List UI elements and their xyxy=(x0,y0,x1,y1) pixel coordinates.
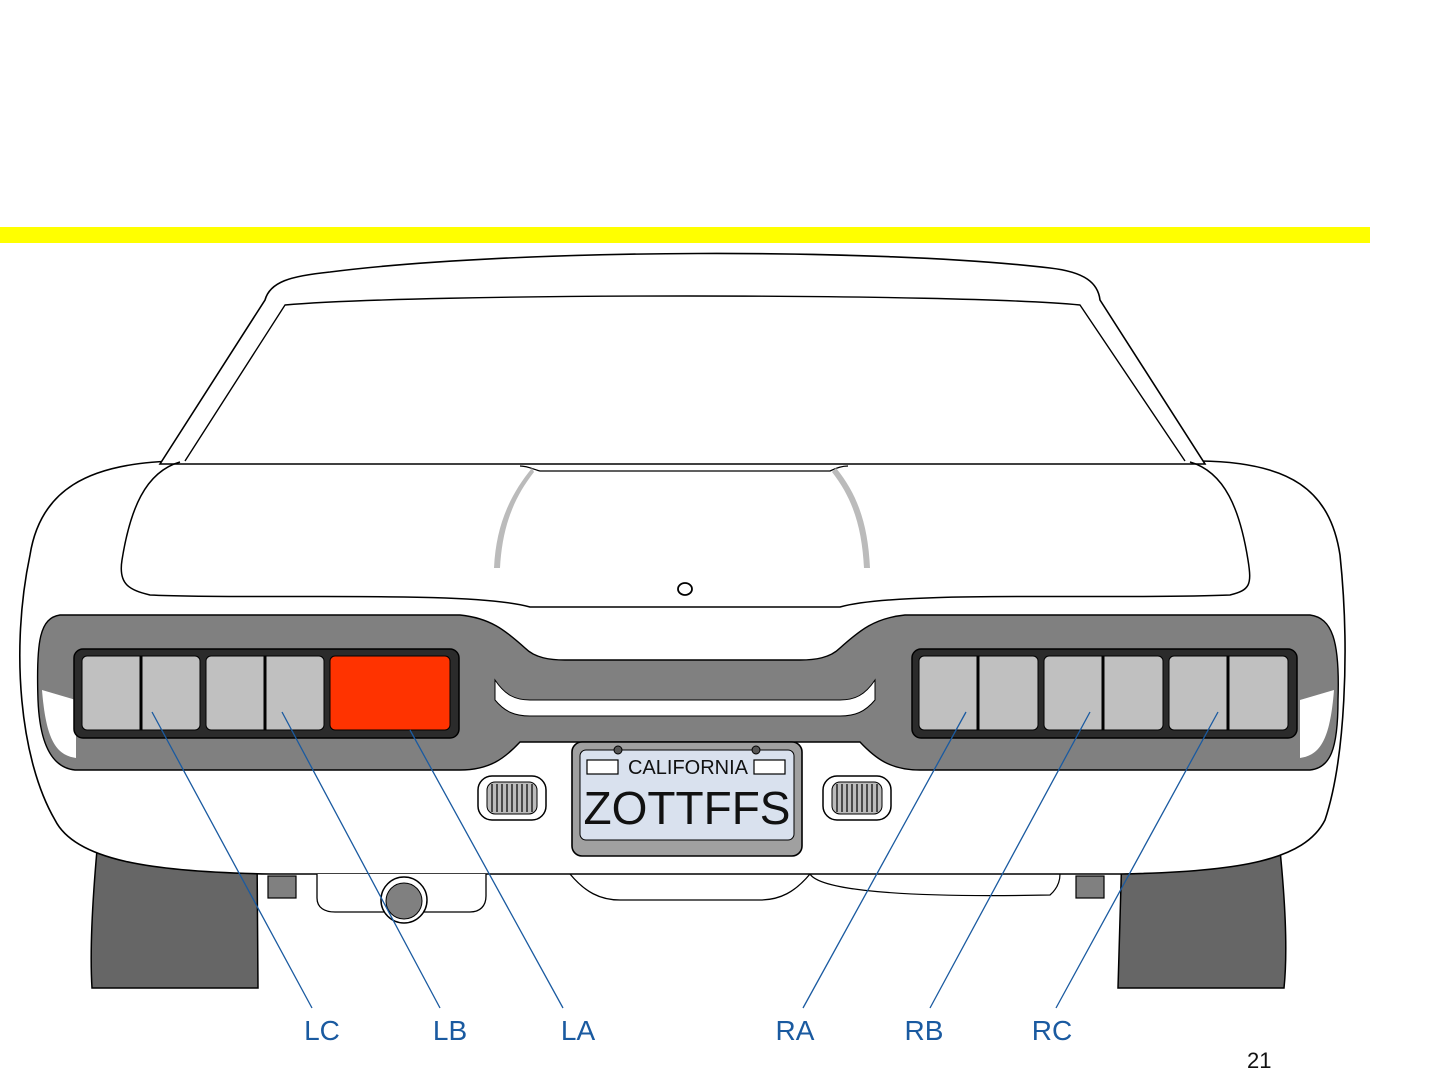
callout-line-la xyxy=(409,729,564,1009)
plate-state: CALIFORNIA xyxy=(628,757,749,779)
lower-valance-right xyxy=(809,873,1061,897)
callout-label-la: LA xyxy=(561,1015,596,1046)
tow-hook-left xyxy=(267,875,297,899)
lock-icon xyxy=(677,582,693,596)
callout-label-rc: RC xyxy=(1032,1015,1072,1046)
callout-label-ra: RA xyxy=(776,1015,815,1046)
plate-face xyxy=(579,749,795,841)
trunk-crease-left xyxy=(494,468,534,568)
exhaust-pipe-icon xyxy=(380,876,428,924)
accent-bar xyxy=(0,227,1370,243)
callout-line-lc xyxy=(151,711,313,1009)
bumper-center-trim xyxy=(494,678,876,717)
reverse-light-icon xyxy=(822,775,892,821)
roof-outer xyxy=(158,252,1207,465)
callout-label-lb: LB xyxy=(433,1015,467,1046)
right-tire xyxy=(1117,849,1287,989)
plate-bolt xyxy=(751,745,761,755)
plate-sticker-right xyxy=(753,759,786,775)
plate-sticker-left xyxy=(586,759,619,775)
lower-valance xyxy=(569,873,811,901)
trunk-bulge xyxy=(519,465,849,472)
reverse-light-icon xyxy=(477,775,547,821)
license-plate: CALIFORNIA ZOTTFFS xyxy=(571,741,803,857)
callout-label-rb: RB xyxy=(905,1015,944,1046)
callout-line-lb xyxy=(281,711,441,1009)
plate-bolt xyxy=(613,745,623,755)
left-taillight-lens-3 xyxy=(329,655,451,731)
callout-line-ra xyxy=(802,711,967,1009)
callout-layer: LC LB LA RA RB RC xyxy=(151,711,1219,1046)
left-tire xyxy=(90,849,259,989)
rear-window xyxy=(184,295,1186,462)
callout-line-rc xyxy=(1055,711,1219,1009)
bumper-highlight-right xyxy=(1300,690,1334,758)
callout-line-rb xyxy=(929,711,1091,1009)
trunk-crease-right xyxy=(832,468,870,568)
tow-hook-right xyxy=(1075,875,1105,899)
page-number: 21 xyxy=(1247,1048,1271,1073)
callout-label-lc: LC xyxy=(304,1015,340,1046)
trunk-lid xyxy=(120,461,1251,608)
plate-number: ZOTTFFS xyxy=(584,782,791,834)
bumper-highlight-left xyxy=(42,690,76,758)
